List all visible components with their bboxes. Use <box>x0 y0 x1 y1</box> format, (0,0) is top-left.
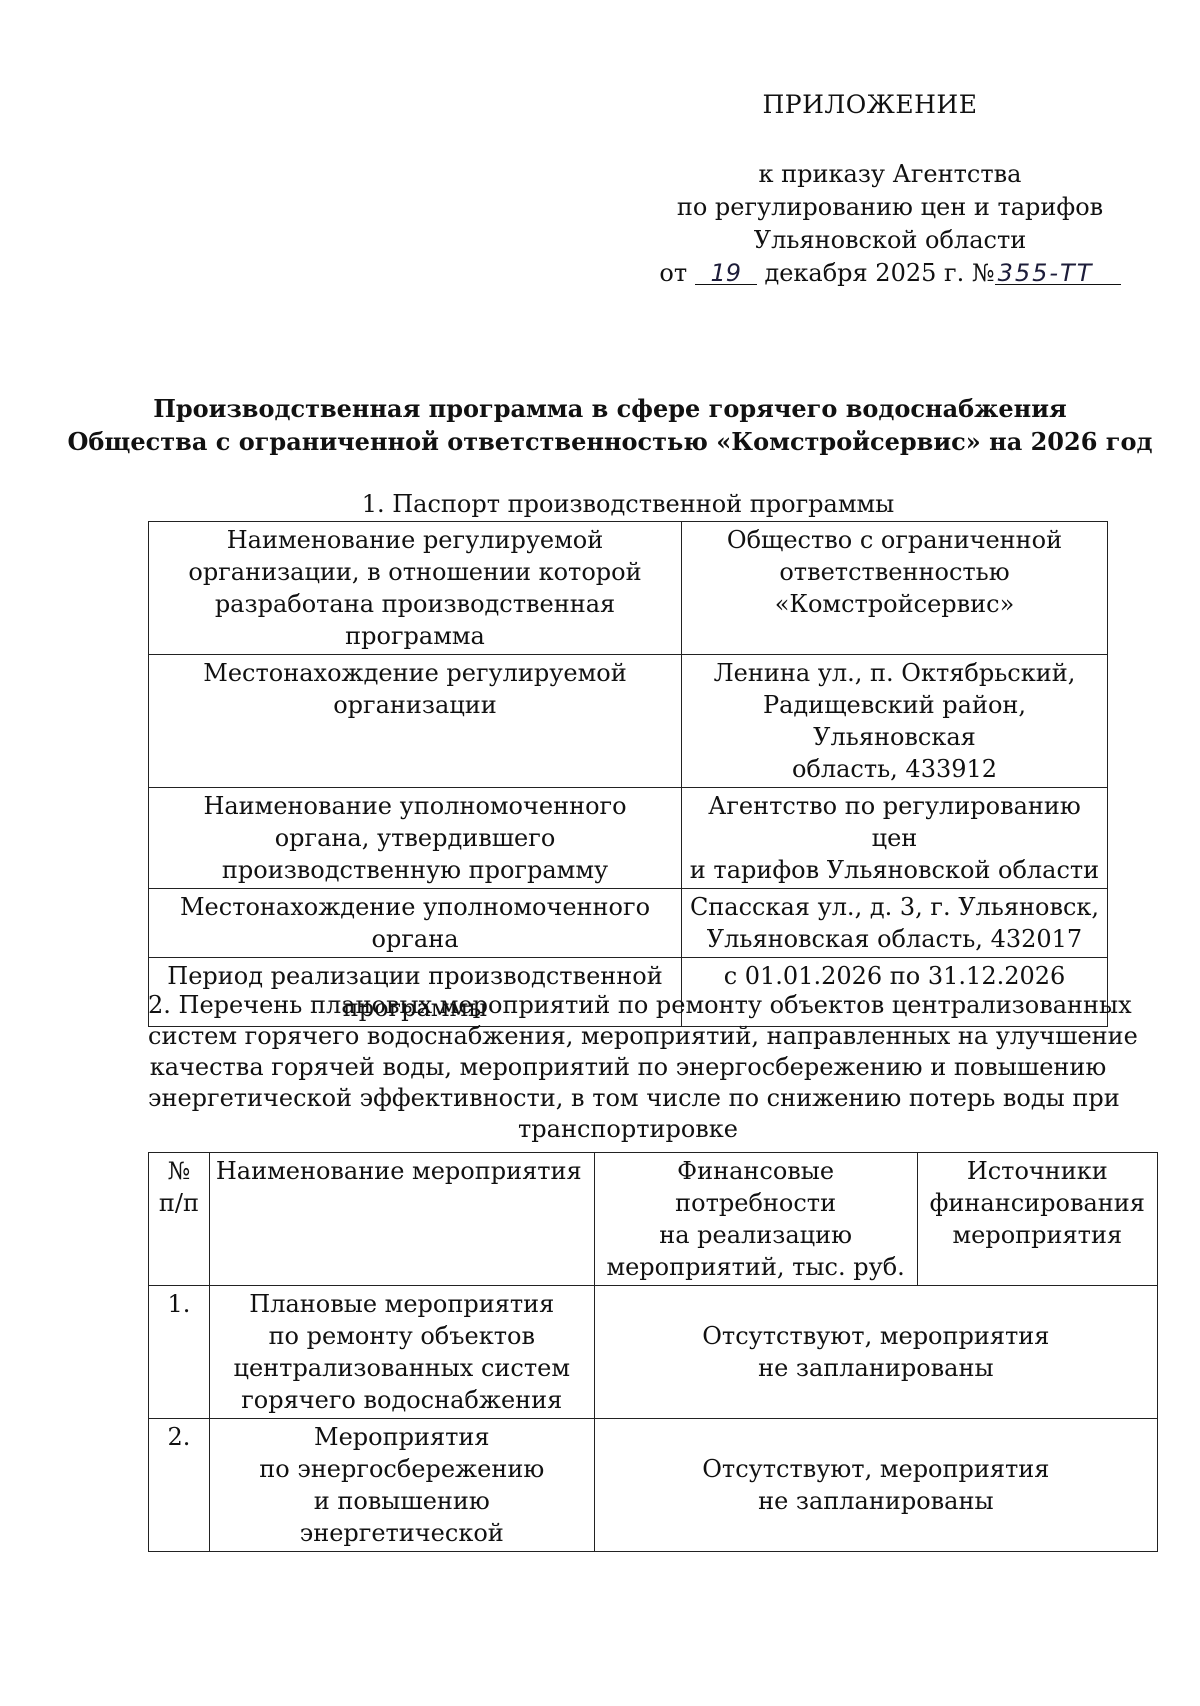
handwritten-order-number: 355-ТТ <box>994 261 1121 285</box>
section2-title-line: качества горячей воды, мероприятий по эн… <box>149 1053 1107 1081</box>
passport-value-line: Радищевский район, Ульяновская <box>762 691 1027 751</box>
header-source-cell: Источники финансирования мероприятия <box>916 1152 1159 1286</box>
section2-title-line: энергетической эффективности, в том числ… <box>148 1084 1120 1112</box>
passport-value-line: «Комстройсервис» <box>774 590 1015 618</box>
passport-label-cell: Местонахождение уполномоченного органа <box>148 888 682 958</box>
passport-label-line: организации, в отношении которой <box>188 558 642 586</box>
header-finance-cell: Финансовые потребности на реализацию меропр… <box>593 1152 918 1286</box>
row-number-cell: 2. <box>148 1418 210 1552</box>
header-num-line: п/п <box>158 1189 199 1217</box>
measure-name-line: централизованных систем <box>233 1354 570 1382</box>
appendix-title: ПРИЛОЖЕНИЕ <box>762 90 978 119</box>
measure-name-cell: Плановые мероприятия по ремонту объектов ц… <box>208 1285 595 1419</box>
passport-label-line: органа, утвердившего <box>274 824 556 852</box>
passport-label-line: разработана производственная <box>214 590 616 618</box>
document-title: Производственная программа в сфере горяч… <box>60 392 1160 458</box>
order-date-text: декабря 2025 г. № <box>764 259 995 287</box>
handwritten-day: 19 <box>694 261 757 285</box>
document-title-line-1: Производственная программа в сфере горяч… <box>153 394 1067 423</box>
passport-label-line: программа <box>345 622 485 650</box>
order-reference: к приказу Агентства по регулированию цен… <box>650 158 1130 290</box>
passport-value-line: с 01.01.2026 по 31.12.2026 <box>723 962 1066 990</box>
passport-row: Наименование уполномоченного органа, утве… <box>148 787 1108 889</box>
header-finance-line: потребности <box>675 1189 837 1217</box>
measures-header-row: № п/п Наименование мероприятия Финансовые по… <box>148 1152 1159 1286</box>
passport-label-line: программы <box>342 994 488 1022</box>
header-num-cell: № п/п <box>148 1152 210 1286</box>
passport-label-line: Наименование регулируемой <box>226 526 604 554</box>
measure-status-line: не запланированы <box>758 1487 994 1515</box>
passport-value-line: Ленина ул., п. Октябрьский, <box>713 659 1076 687</box>
measures-row: 1. Плановые мероприятия по ремонту объекто… <box>148 1285 1159 1419</box>
measure-status-line: Отсутствуют, мероприятия <box>702 1322 1050 1350</box>
passport-label-line: Наименование уполномоченного <box>203 792 627 820</box>
passport-row: Местонахождение регулируемой организации Л… <box>148 654 1108 788</box>
header-source-line: мероприятия <box>952 1221 1123 1249</box>
header-name-line: Наименование мероприятия <box>215 1157 582 1185</box>
section2-title-line: транспортировке <box>518 1115 738 1143</box>
header-name-cell: Наименование мероприятия <box>208 1152 595 1286</box>
passport-label-cell: Местонахождение регулируемой организации <box>148 654 682 788</box>
measures-table: № п/п Наименование мероприятия Финансовые по… <box>148 1152 1159 1552</box>
header-finance-line: мероприятий, тыс. руб. <box>606 1253 905 1281</box>
passport-value-cell: Агентство по регулированию цен и тарифов … <box>681 787 1108 889</box>
header-source-line: финансирования <box>929 1189 1145 1217</box>
order-ref-line-1: к приказу Агентства <box>758 160 1022 188</box>
measure-status-cell: Отсутствуют, мероприятия не запланированы <box>593 1285 1159 1419</box>
header-finance-line: на реализацию <box>659 1221 853 1249</box>
passport-value-line: Спасская ул., д. 3, г. Ульяновск, <box>689 893 1100 921</box>
section2-title-line: 2. Перечень плановых мероприятий по ремо… <box>148 991 1132 1019</box>
measures-row: 2. Мероприятия по энергосбережению и повыше… <box>148 1418 1159 1552</box>
passport-value-line: Агентство по регулированию цен <box>708 792 1081 852</box>
passport-table: Наименование регулируемой организации, в … <box>148 521 1108 1027</box>
passport-value-line: Ульяновская область, 432017 <box>706 925 1083 953</box>
measure-name-line: энергетической <box>299 1519 504 1547</box>
passport-value-cell: Общество с ограниченной ответственностью «… <box>681 521 1108 655</box>
passport-value-line: ответственностью <box>779 558 1010 586</box>
passport-row: Местонахождение уполномоченного органа Спа… <box>148 888 1108 958</box>
document-title-line-2: Общества с ограниченной ответственностью… <box>67 427 1153 456</box>
passport-label-cell: Период реализации производственной програ… <box>148 957 682 1027</box>
passport-label-line: органа <box>371 925 459 953</box>
measure-name-line: по ремонту объектов <box>268 1322 535 1350</box>
order-date-prefix: от <box>659 259 688 287</box>
passport-label-line: организации <box>333 691 497 719</box>
passport-label-line: Местонахождение регулируемой <box>203 659 627 687</box>
section2-title-line: систем горячего водоснабжения, мероприят… <box>148 1022 1138 1050</box>
passport-value-cell: Спасская ул., д. 3, г. Ульяновск, Ульянов… <box>681 888 1108 958</box>
section2-title: 2. Перечень плановых мероприятий по ремо… <box>148 990 1138 1145</box>
passport-value-line: и тарифов Ульяновской области <box>689 856 1100 884</box>
passport-label-line: производственную программу <box>221 856 609 884</box>
passport-label-line: Период реализации производственной <box>167 962 663 990</box>
passport-value-line: область, 433912 <box>791 755 998 783</box>
measure-name-cell: Мероприятия по энергосбережению и повышени… <box>208 1418 595 1552</box>
measure-name-line: и повышению <box>313 1487 490 1515</box>
passport-value-cell: с 01.01.2026 по 31.12.2026 <box>681 957 1108 1027</box>
measure-status-line: не запланированы <box>758 1354 994 1382</box>
measure-status-cell: Отсутствуют, мероприятия не запланированы <box>593 1418 1159 1552</box>
passport-value-line: Общество с ограниченной <box>726 526 1063 554</box>
measure-name-line: горячего водоснабжения <box>241 1386 563 1414</box>
measure-name-line: Мероприятия <box>314 1423 490 1451</box>
passport-label-cell: Наименование уполномоченного органа, утве… <box>148 787 682 889</box>
measure-name-line: Плановые мероприятия <box>249 1290 555 1318</box>
passport-row: Наименование регулируемой организации, в … <box>148 521 1108 655</box>
passport-row: Период реализации производственной програ… <box>148 957 1108 1027</box>
section1-title: 1. Паспорт производственной программы <box>361 490 895 518</box>
passport-label-cell: Наименование регулируемой организации, в … <box>148 521 682 655</box>
header-finance-line: Финансовые <box>677 1157 835 1185</box>
header-source-line: Источники <box>966 1157 1108 1185</box>
passport-value-cell: Ленина ул., п. Октябрьский, Радищевский р… <box>681 654 1108 788</box>
header-num-line: № <box>167 1157 191 1185</box>
order-ref-line-3: Ульяновской области <box>753 226 1027 254</box>
order-ref-line-2: по регулированию цен и тарифов <box>676 193 1104 221</box>
measure-status-line: Отсутствуют, мероприятия <box>702 1455 1050 1483</box>
passport-label-line: Местонахождение уполномоченного <box>179 893 651 921</box>
row-number-cell: 1. <box>148 1285 210 1419</box>
measure-name-line: по энергосбережению <box>259 1455 545 1483</box>
